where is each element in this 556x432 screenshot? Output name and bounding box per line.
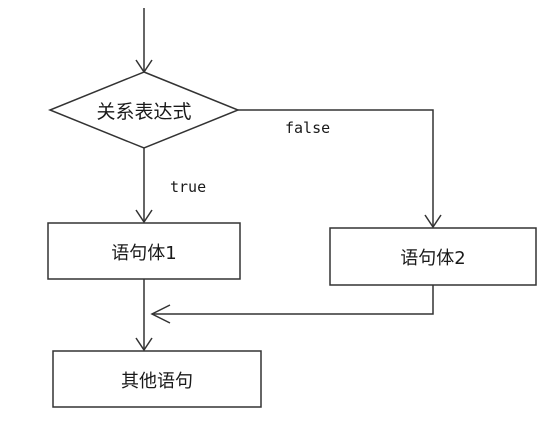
statement1-label: 语句体1 [111,243,176,264]
statement2-box: 语句体2 [329,227,537,286]
false-branch-label: false [285,119,330,137]
statement2-label: 语句体2 [400,248,465,269]
true-branch-arrow [135,148,153,224]
flow-arrow-to-next [135,279,153,352]
decision-label: 关系表达式 [96,101,191,123]
false-branch-arrow [238,109,442,229]
next-statement-label: 其他语句 [121,371,193,392]
next-statement-box: 其他语句 [52,350,262,408]
true-branch-label: true [170,178,206,196]
merge-arrow [150,285,434,324]
statement1-box: 语句体1 [47,222,241,280]
entry-arrow [135,8,153,74]
decision-node: 关系表达式 [47,71,241,149]
